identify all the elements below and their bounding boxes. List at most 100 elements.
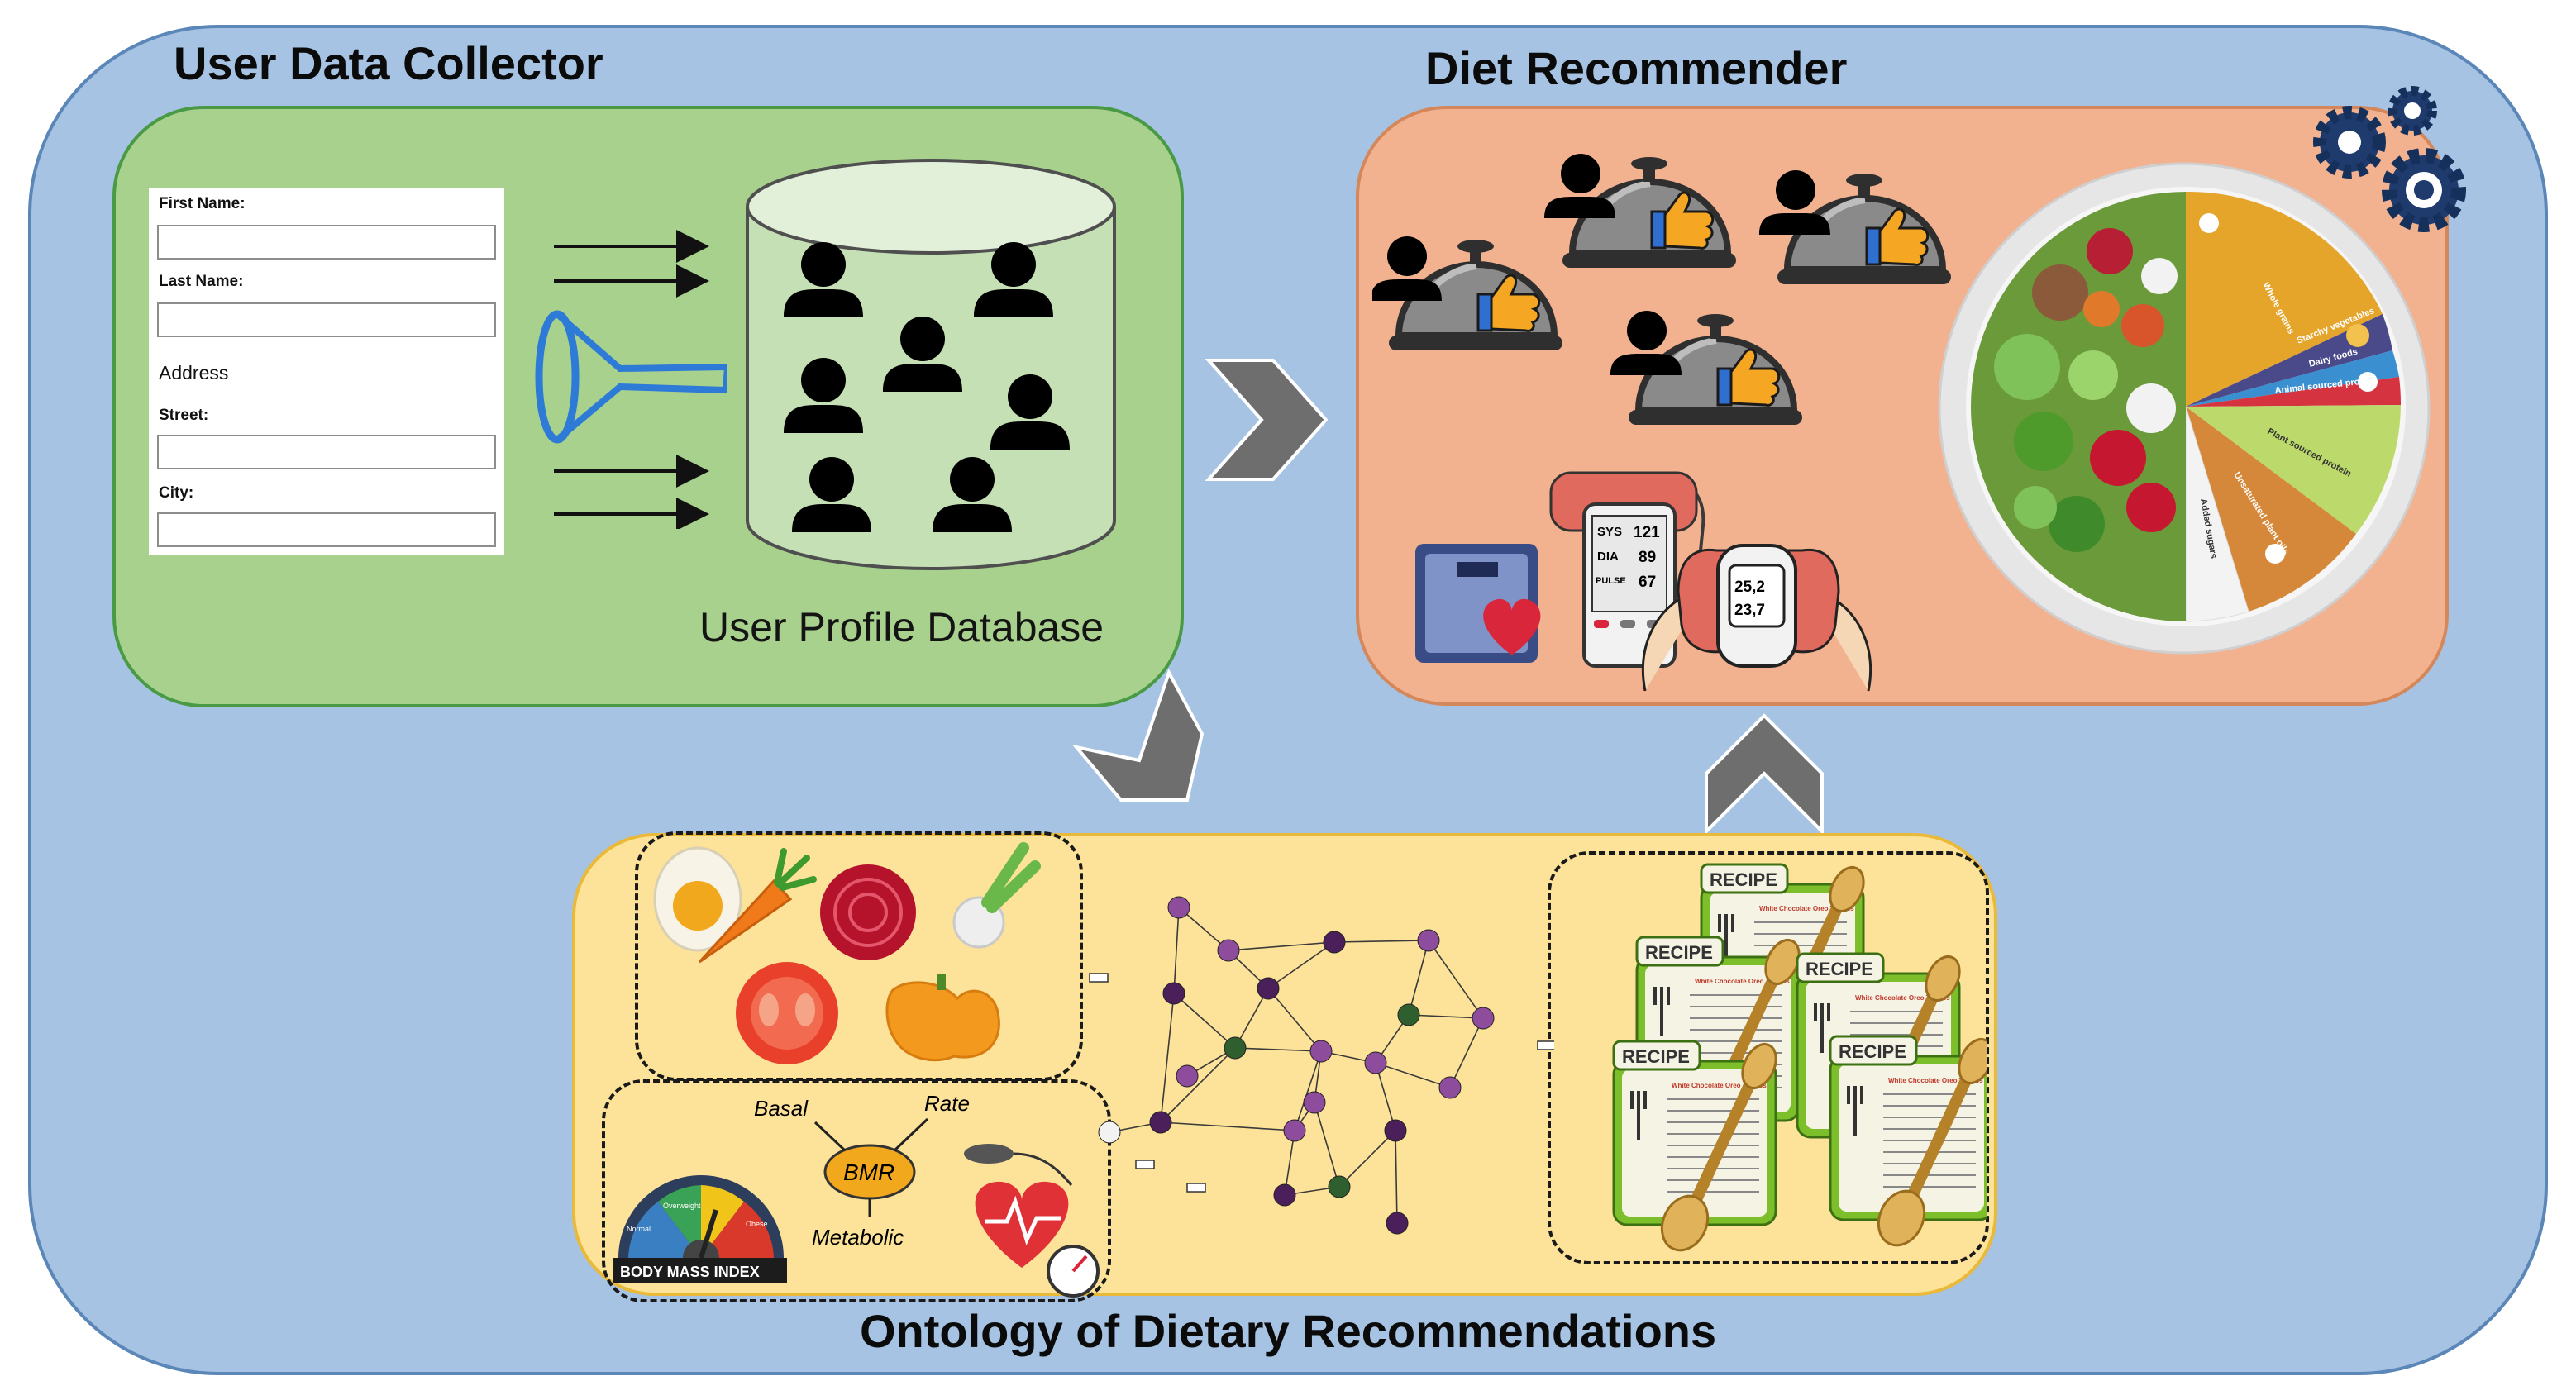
- plate-marker: [2358, 372, 2378, 392]
- input-arrows: [554, 230, 709, 529]
- graph-edge: [1173, 993, 1236, 1049]
- plate-segment: [2186, 377, 2402, 407]
- glucometer-bottom: 23,7: [1734, 602, 1765, 619]
- user-profile-database: [746, 159, 1116, 570]
- glucometer-icon: 25,2 23,7: [1641, 544, 1872, 692]
- bmi-label: BODY MASS INDEX: [620, 1264, 760, 1280]
- person-icon: [784, 358, 863, 433]
- onion-icon: [952, 842, 1041, 949]
- recipe-heading: RECIPE: [1645, 942, 1713, 963]
- vegetable: [2141, 258, 2178, 294]
- person-icon: [990, 374, 1070, 450]
- plate-marker: [2346, 324, 2369, 347]
- pepper-icon: [885, 974, 1000, 1062]
- graph-node: [1438, 1076, 1462, 1099]
- vegetable: [2032, 264, 2088, 321]
- graph-node: [1224, 1036, 1247, 1060]
- tomato-icon: [736, 962, 838, 1064]
- vegetable: [2126, 483, 2176, 532]
- vegetable: [2121, 304, 2164, 347]
- thumbs-up-icon: [1476, 274, 1541, 332]
- graph-literal: [1135, 1160, 1155, 1169]
- health-metrics-box: [602, 1079, 1111, 1302]
- vegetable: [2083, 291, 2120, 327]
- health-devices: SYS 121 DIA 89 PULSE 67 25,2 23,7: [1415, 471, 1872, 692]
- diet-recommender-title: Diet Recommender: [1425, 42, 1848, 94]
- user-form: First Name: Last Name: Address Street: C…: [149, 188, 504, 555]
- arrow-down-icon: [1071, 669, 1205, 802]
- recipe-heading: RECIPE: [1622, 1046, 1690, 1067]
- recipe-heading: RECIPE: [1839, 1041, 1906, 1062]
- graph-node: [1364, 1051, 1387, 1074]
- plate-segment: [2185, 406, 2249, 622]
- city-field[interactable]: [157, 512, 496, 547]
- thumbs-up-icon: [1650, 191, 1715, 250]
- thumbs-up-icon: [1716, 348, 1781, 407]
- gear-icon: [2313, 106, 2386, 179]
- person-icon: [933, 457, 1012, 532]
- graph-node: [1162, 982, 1185, 1005]
- person-icon: [1610, 311, 1682, 375]
- bmi-scale-label: Obese: [746, 1220, 768, 1228]
- address-label: Address: [159, 362, 229, 383]
- graph-edges: [1109, 907, 1484, 1224]
- last-name-field[interactable]: [157, 302, 496, 337]
- city-label: City:: [159, 484, 194, 502]
- healthy-plate: Whole grains Starchy vegetables Dairy fo…: [1938, 162, 2431, 655]
- food-items: [653, 842, 1041, 1064]
- gear-icon: [2388, 86, 2437, 136]
- person-icon: [974, 242, 1053, 317]
- ontology-graph: [1089, 896, 1554, 1235]
- graph-literal: [1537, 1040, 1554, 1050]
- sys-label: SYS: [1597, 525, 1622, 539]
- recipe-subtitle: White Chocolate Oreo Truffles: [1672, 1082, 1767, 1089]
- gears: [2313, 86, 2466, 232]
- basal-label: Basal: [754, 1096, 809, 1121]
- graph-node: [1149, 1111, 1172, 1134]
- graph-node: [1303, 1091, 1326, 1114]
- sphygmomanometer-icon: [964, 1144, 1100, 1298]
- person-icon: [1372, 236, 1442, 301]
- graph-node: [1167, 896, 1190, 919]
- bmr-diagram: BMR Basal Rate Metabolic: [754, 1091, 970, 1250]
- bmr-label: BMR: [843, 1160, 894, 1185]
- graph-edge: [1160, 993, 1175, 1123]
- graph-edge: [1160, 1047, 1236, 1123]
- recipe-heading: RECIPE: [1710, 869, 1777, 890]
- spoon-icon: [1877, 1038, 1987, 1247]
- graph-edge: [1395, 1130, 1398, 1224]
- graph-literal: [1089, 973, 1109, 983]
- vegetables: [1994, 228, 2178, 552]
- street-field[interactable]: [157, 435, 496, 469]
- funnel-group: [535, 230, 727, 529]
- bmi-scale-label: Normal: [627, 1225, 651, 1233]
- graph-edge: [1375, 1062, 1396, 1131]
- graph-node: [1273, 1183, 1296, 1207]
- graph-edge: [1449, 1017, 1484, 1088]
- last-name-label: Last Name:: [159, 273, 244, 290]
- graph-edge: [1408, 940, 1429, 1016]
- arrow-right-icon: [1205, 359, 1328, 481]
- user-profiles: [784, 242, 1070, 532]
- graph-edge: [1160, 1121, 1295, 1131]
- recipe-subtitle: White Chocolate Oreo Truffles: [1855, 994, 1950, 1002]
- graph-edge: [1267, 988, 1322, 1052]
- graph-edge: [1173, 907, 1180, 994]
- graph-edge: [1294, 1050, 1322, 1131]
- graph-edge: [1234, 988, 1269, 1049]
- street-label: Street:: [159, 407, 209, 424]
- blood-pressure-monitor-icon: SYS 121 DIA 89 PULSE 67: [1549, 471, 1705, 668]
- metabolic-label: Metabolic: [812, 1225, 904, 1250]
- recommendation-group: [1372, 154, 1951, 425]
- graph-node: [1309, 1040, 1333, 1063]
- beet-icon: [820, 864, 916, 960]
- vegetable: [2126, 383, 2176, 433]
- first-name-field[interactable]: [157, 225, 496, 260]
- vegetable: [2068, 350, 2118, 400]
- recipe-heading: RECIPE: [1806, 959, 1873, 979]
- spoon-icon: [1660, 1043, 1777, 1252]
- bmi-gauge: Normal Overweight Obese BODY MASS INDEX: [613, 1175, 787, 1283]
- vegetable: [2090, 430, 2146, 486]
- person-icon: [784, 242, 863, 317]
